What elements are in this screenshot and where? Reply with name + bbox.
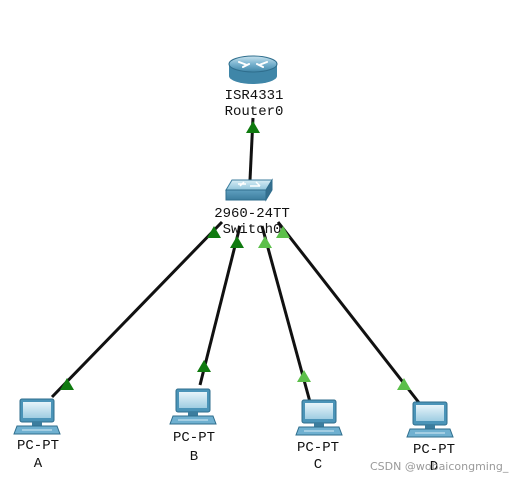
- port-up-indicator: [207, 226, 221, 238]
- pc-c-type-label: PC-PT: [296, 440, 340, 456]
- port-up-indicator: [276, 226, 290, 238]
- port-up-indicator: [230, 236, 244, 248]
- pc-c-icon[interactable]: [295, 399, 343, 436]
- switch-name-label: Switch0: [222, 222, 282, 238]
- pc-a-name-label: A: [33, 456, 43, 472]
- pc-d-type-label: PC-PT: [412, 442, 456, 458]
- link-switch-pc-d[interactable]: [276, 221, 422, 405]
- link-switch-pc-b[interactable]: [198, 225, 242, 386]
- pc-b-type-label: PC-PT: [172, 430, 216, 446]
- link-switch-pc-a[interactable]: [50, 220, 224, 399]
- pc-b-icon[interactable]: [169, 388, 217, 425]
- pc-a-type-label: PC-PT: [16, 438, 60, 454]
- pc-b-name-label: B: [189, 449, 199, 465]
- port-up-indicator: [297, 370, 311, 382]
- switch-model-label: 2960-24TT: [214, 206, 290, 222]
- port-up-indicator: [397, 378, 411, 390]
- links-layer: [50, 117, 422, 405]
- pc-c-name-label: C: [313, 457, 323, 473]
- pc-d-name-label: D: [429, 459, 439, 475]
- router-model-label: ISR4331: [224, 88, 284, 104]
- router-name-label: Router0: [224, 104, 284, 120]
- pc-d-icon[interactable]: [406, 401, 454, 438]
- port-up-indicator: [60, 378, 74, 390]
- switch-icon[interactable]: [225, 178, 273, 202]
- port-up-indicator: [246, 121, 260, 133]
- port-status-layer: [60, 121, 411, 390]
- link-switch-pc-c[interactable]: [260, 225, 312, 403]
- watermark: CSDN @wobaicongming_: [370, 460, 509, 473]
- pc-a-icon[interactable]: [13, 398, 61, 435]
- pc-icons-layer: [13, 388, 454, 438]
- port-up-indicator: [258, 236, 272, 248]
- router-icon[interactable]: [228, 55, 278, 84]
- port-up-indicator: [197, 360, 211, 372]
